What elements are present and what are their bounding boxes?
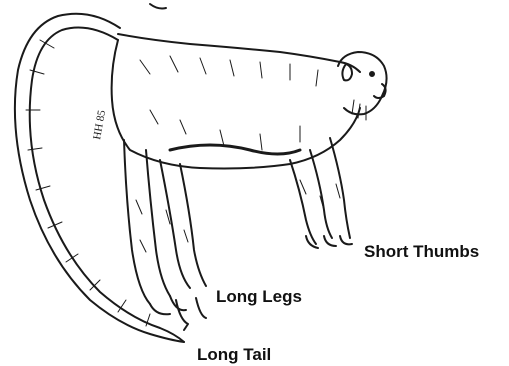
label-long-tail: Long Tail — [197, 346, 271, 363]
fore-legs — [290, 138, 352, 248]
body — [112, 34, 360, 169]
signature-mark: HH 85 — [91, 109, 108, 141]
top-stroke — [150, 4, 166, 9]
label-short-thumbs: Short Thumbs — [364, 243, 479, 260]
tail — [15, 14, 184, 342]
label-long-legs: Long Legs — [216, 288, 302, 305]
